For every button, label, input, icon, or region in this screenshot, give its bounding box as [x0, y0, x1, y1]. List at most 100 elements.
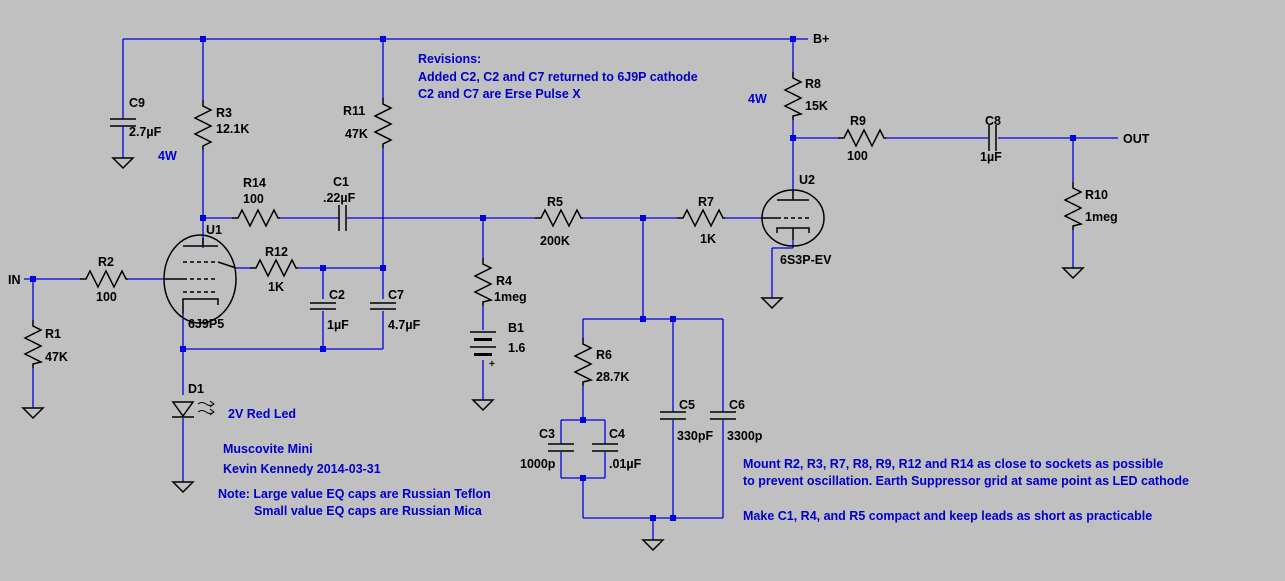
- r11-value: 47K: [345, 127, 368, 141]
- capacitor-c7: [370, 302, 396, 310]
- r3-ref: R3: [216, 106, 232, 120]
- ground-r1: [21, 407, 45, 420]
- capacitor-c2: [310, 302, 336, 310]
- r10-ref: R10: [1085, 188, 1108, 202]
- grounds: [21, 157, 1085, 552]
- resistor-r14: [232, 208, 280, 228]
- resistor-r3: [193, 100, 213, 150]
- r5-ref: R5: [547, 195, 563, 209]
- r5-value: 200K: [540, 234, 570, 248]
- r3-power-rating: 4W: [158, 149, 177, 163]
- eq-caps-note: Note: Large value EQ caps are Russian Te…: [218, 487, 491, 518]
- resistor-r8: [783, 72, 804, 120]
- r1-value: 47K: [45, 350, 68, 364]
- component-labels: C9 2.7µF R3 12.1K R11 47K R8 15K R9 100 …: [45, 77, 1118, 471]
- r10-value: 1meg: [1085, 210, 1118, 224]
- wires: [24, 38, 1118, 540]
- ground-u2: [760, 297, 784, 310]
- battery-b1: +: [470, 331, 496, 370]
- u2-ref: U2: [799, 173, 815, 187]
- u2-value: 6S3P-EV: [780, 253, 832, 267]
- c2-value: 1µF: [327, 318, 349, 332]
- resistor-r5: [535, 208, 583, 228]
- c3-value: 1000p: [520, 457, 556, 471]
- capacitor-c1: [338, 205, 347, 231]
- r8-power-rating: 4W: [748, 92, 767, 106]
- r7-value: 1K: [700, 232, 716, 246]
- r6-ref: R6: [596, 348, 612, 362]
- c4-value: .01µF: [609, 457, 642, 471]
- credit-note: Muscovite Mini Kevin Kennedy 2014-03-31: [223, 442, 381, 476]
- ground-eq: [641, 539, 665, 552]
- r14-value: 100: [243, 192, 264, 206]
- u1-ref: U1: [206, 223, 222, 237]
- junction-dots: [30, 36, 1076, 521]
- c8-ref: C8: [985, 114, 1001, 128]
- r12-ref: R12: [265, 245, 288, 259]
- resistor-r6: [573, 338, 594, 386]
- capacitor-c8: [988, 125, 997, 151]
- resistor-r7: [677, 208, 725, 228]
- tube-u2: [761, 189, 825, 247]
- resistor-r10: [1063, 182, 1084, 230]
- c5-value: 330pF: [677, 429, 713, 443]
- c9-value: 2.7µF: [129, 125, 162, 139]
- r4-ref: R4: [496, 274, 512, 288]
- layout-line-3: Make C1, R4, and R5 compact and keep lea…: [743, 509, 1152, 523]
- c7-value: 4.7µF: [388, 318, 421, 332]
- r8-value: 15K: [805, 99, 828, 113]
- capacitor-c9: [110, 108, 136, 130]
- c1-value: .22µF: [323, 191, 356, 205]
- revisions-note: Revisions: Added C2, C2 and C7 returned …: [418, 52, 698, 101]
- r9-ref: R9: [850, 114, 866, 128]
- net-label-out: OUT: [1123, 132, 1150, 146]
- resistor-r2: [80, 269, 128, 289]
- tube-u1: [163, 234, 237, 324]
- revisions-line-2: Added C2, C2 and C7 returned to 6J9P cat…: [418, 70, 698, 84]
- resistor-r12: [250, 258, 298, 278]
- resistors: [23, 72, 1084, 386]
- revisions-line-1: Revisions:: [418, 52, 481, 66]
- b1-plus-label: +: [489, 359, 495, 370]
- r2-value: 100: [96, 290, 117, 304]
- c1-ref: C1: [333, 175, 349, 189]
- layout-note: Mount R2, R3, R7, R8, R9, R12 and R14 as…: [743, 457, 1189, 523]
- net-label-in: IN: [8, 273, 21, 287]
- r8-ref: R8: [805, 77, 821, 91]
- c6-value: 3300p: [727, 429, 763, 443]
- eq-caps-line-1: Note: Large value EQ caps are Russian Te…: [218, 487, 491, 501]
- revisions-line-3: C2 and C7 are Erse Pulse X: [418, 87, 581, 101]
- c3-ref: C3: [539, 427, 555, 441]
- layout-line-2: to prevent oscillation. Earth Suppressor…: [743, 474, 1189, 488]
- c7-ref: C7: [388, 288, 404, 302]
- r12-value: 1K: [268, 280, 284, 294]
- r2-ref: R2: [98, 255, 114, 269]
- c6-ref: C6: [729, 398, 745, 412]
- r3-value: 12.1K: [216, 122, 249, 136]
- c2-ref: C2: [329, 288, 345, 302]
- b1-value: 1.6: [508, 341, 525, 355]
- ground-c9: [111, 157, 135, 170]
- d1-value: 2V Red Led: [228, 407, 296, 421]
- c5-ref: C5: [679, 398, 695, 412]
- r4-value: 1meg: [494, 290, 527, 304]
- r6-value: 28.7K: [596, 370, 629, 384]
- d1-ref: D1: [188, 382, 204, 396]
- ground-b1: [471, 399, 495, 412]
- r9-value: 100: [847, 149, 868, 163]
- capacitor-c4: [592, 443, 618, 452]
- capacitor-c3: [548, 443, 574, 452]
- capacitor-c5: [660, 411, 686, 420]
- layout-line-1: Mount R2, R3, R7, R8, R9, R12 and R14 as…: [743, 457, 1163, 471]
- ground-d1: [171, 481, 195, 494]
- resistor-r11: [373, 98, 393, 148]
- credit-line-1: Muscovite Mini: [223, 442, 313, 456]
- credit-line-2: Kevin Kennedy 2014-03-31: [223, 462, 381, 476]
- resistor-r4: [473, 258, 494, 306]
- c4-ref: C4: [609, 427, 625, 441]
- c9-ref: C9: [129, 96, 145, 110]
- capacitors: [110, 108, 997, 452]
- net-label-bplus: B+: [813, 32, 829, 46]
- r7-ref: R7: [698, 195, 714, 209]
